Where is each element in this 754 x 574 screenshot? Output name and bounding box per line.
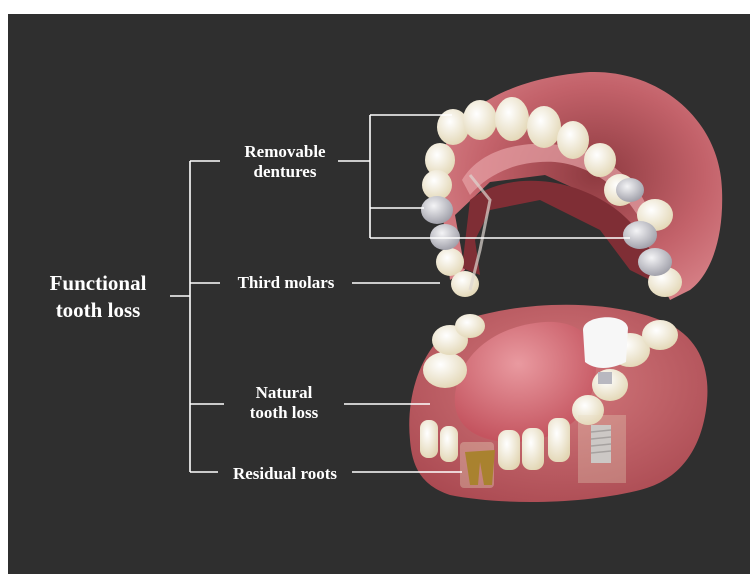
- removable-dentures-label: Removable dentures: [222, 142, 348, 182]
- third-molars-label: Third molars: [213, 273, 359, 293]
- upper-jaw-illustration: [421, 72, 722, 300]
- functional-tooth-loss-label: Functional tooth loss: [18, 270, 178, 324]
- residual-root: [460, 442, 495, 488]
- residual-roots-label: Residual roots: [210, 464, 360, 484]
- natural-tooth-loss-label: Natural tooth loss: [228, 383, 340, 423]
